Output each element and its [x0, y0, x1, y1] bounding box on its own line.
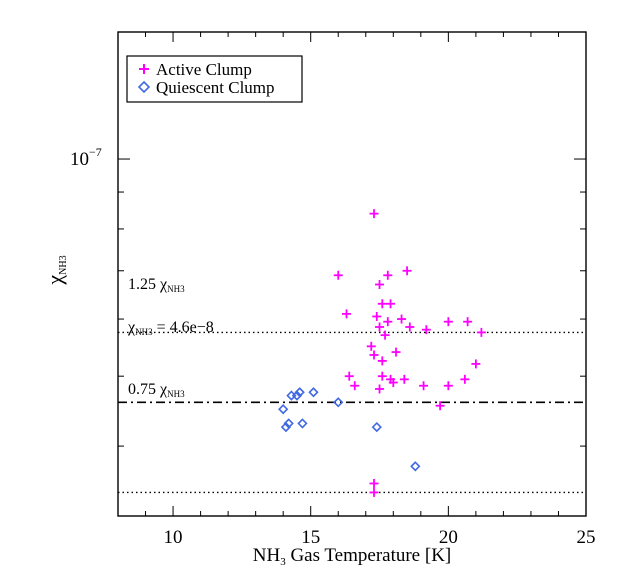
y-axis-label-main: χ: [42, 275, 67, 286]
quiescent-clump-point: [333, 397, 344, 408]
x-axis-label: NH3 Gas Temperature [K]: [253, 545, 452, 568]
active-clump-point: [419, 381, 429, 391]
active-clump-point: [377, 356, 387, 366]
active-clump-point: [369, 209, 379, 219]
active-clump-point: [333, 270, 343, 280]
active-clump-point: [369, 350, 379, 360]
active-clump-point: [397, 314, 407, 324]
active-clump-point: [366, 341, 376, 351]
ref-label-lower: 0.75 χNH3: [128, 381, 185, 399]
axis-ticks: 10 15 20 25: [117, 32, 596, 548]
legend-box: [126, 55, 303, 103]
active-clump-point: [350, 381, 360, 391]
active-clump-point: [443, 381, 453, 391]
active-clump-point: [341, 309, 351, 319]
x-axis-label-main: NH: [253, 545, 281, 566]
active-clump-point: [388, 378, 398, 388]
y-tick-exponent: −7: [89, 145, 102, 159]
quiescent-clump-point: [291, 390, 303, 401]
active-clump-point: [402, 266, 412, 276]
ref-label-median: χNH3 = 4.6e−8: [127, 319, 214, 337]
x-tick-label: 10: [164, 527, 183, 548]
active-clump-point: [476, 327, 486, 337]
active-clump-point: [377, 371, 387, 381]
ref-label-upper: 1.25 χNH3: [128, 276, 185, 294]
x-axis-label-sub: 3: [280, 556, 286, 568]
y-axis-label: χNH3: [42, 255, 69, 285]
quiescent-clump-point: [278, 404, 289, 415]
active-clump-point: [399, 374, 409, 384]
quiescent-clump-point: [283, 418, 294, 429]
active-clump-point: [386, 299, 396, 309]
quiescent-clump-point: [410, 461, 421, 472]
quiescent-clump-point: [286, 390, 297, 401]
active-clump-point: [377, 299, 387, 309]
active-clump-point: [463, 317, 473, 327]
active-clump-point: [369, 487, 379, 497]
active-clump-point: [435, 401, 445, 411]
y-tick-base: 10: [70, 149, 89, 170]
active-clump-point: [383, 270, 393, 280]
quiescent-clump-point: [297, 418, 308, 429]
y-axis-label-sub: NH3: [58, 255, 69, 274]
active-clump-point: [421, 325, 431, 335]
active-clump-point: [405, 322, 415, 332]
active-clump-point: [471, 359, 481, 369]
quiescent-clump-point: [280, 421, 292, 433]
ref-label-median-rest: = 4.6e−8: [153, 319, 214, 336]
active-clump-point: [460, 374, 470, 384]
ref-label-lower-sub: NH3: [167, 389, 185, 399]
plot-frame: [117, 31, 587, 517]
x-tick-label: 15: [301, 527, 320, 548]
ref-label-upper-sub: NH3: [167, 284, 185, 294]
legend: Active Clump Quiescent Clump: [126, 55, 303, 103]
ref-label-median-sub: NH3: [135, 327, 153, 337]
active-clump-point: [372, 311, 382, 321]
active-clump-point: [391, 347, 401, 357]
quiescent-clump-point: [308, 387, 319, 398]
active-clump-point: [443, 317, 453, 327]
x-axis-label-rest: Gas Temperature [K]: [286, 545, 452, 566]
legend-label-active: Active Clump: [156, 60, 252, 79]
active-clump-point: [344, 371, 354, 381]
data-points: [278, 209, 486, 497]
legend-marker-active: [139, 64, 149, 74]
active-clump-point: [380, 330, 390, 340]
ref-label-lower-main: 0.75 χ: [128, 381, 168, 398]
legend-marker-quiescent: [137, 80, 151, 94]
active-clump-point: [375, 322, 385, 332]
y-tick-label: 10−7: [70, 145, 102, 170]
reference-lines: [118, 331, 586, 494]
active-clump-point: [383, 317, 393, 327]
quiescent-clump-point: [371, 421, 382, 433]
x-tick-label: 25: [577, 527, 596, 548]
active-clump-point: [375, 384, 385, 394]
ref-label-upper-main: 1.25 χ: [128, 276, 168, 293]
legend-label-quiescent: Quiescent Clump: [156, 78, 275, 97]
x-tick-label: 20: [439, 527, 458, 548]
ref-label-median-main: χ: [127, 319, 136, 336]
active-clump-point: [369, 478, 379, 488]
active-clump-point: [375, 279, 385, 289]
quiescent-clump-point: [294, 387, 305, 398]
